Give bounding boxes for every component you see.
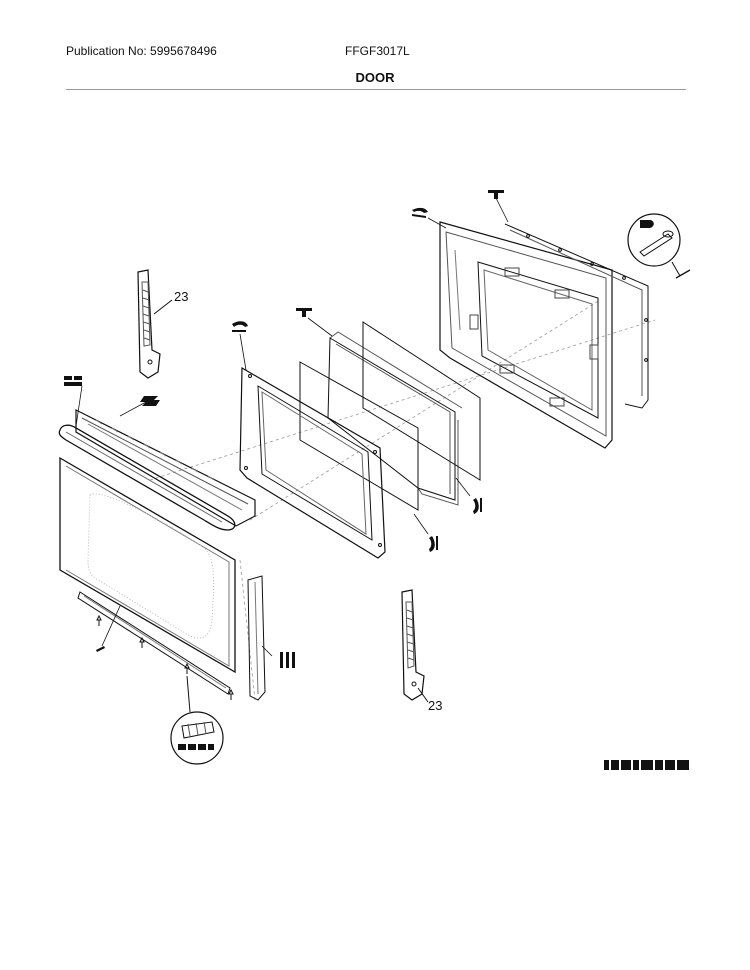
- model-number: FFGF3017L: [345, 44, 410, 58]
- door-trim-strip: [75, 409, 256, 527]
- leader-hinge-upper: [153, 299, 173, 315]
- assembly-axis: [149, 299, 656, 701]
- door-screws: [96, 614, 234, 700]
- outer-door-panel: [59, 456, 236, 674]
- inner-glass-pane: [362, 321, 481, 481]
- screw-detail-bubble: [170, 675, 224, 765]
- pin-detail-bubble: [627, 213, 691, 279]
- publication-number: Publication No: 5995678496: [66, 44, 217, 58]
- mirrored-callout-glyphs: [64, 190, 504, 668]
- side-trim: [247, 575, 266, 701]
- section-title: DOOR: [355, 70, 395, 85]
- header-divider: [66, 89, 686, 90]
- glass-pack-frame: [327, 331, 463, 506]
- callout-hinge-lower: 23: [428, 698, 442, 713]
- diagram-code-stamp: [604, 760, 689, 770]
- leader-hinge-lower: [417, 687, 429, 703]
- callout-hinge-upper: 23: [174, 289, 188, 304]
- middle-glass-pane: [299, 361, 419, 511]
- door-gasket: [504, 223, 649, 409]
- door-hinge-lower: [401, 589, 425, 701]
- door-hinge-upper: [137, 269, 161, 379]
- door-handle: [58, 424, 236, 531]
- part-leaders: [75, 197, 509, 657]
- door-window-frame: [239, 366, 386, 559]
- bottom-trim: [77, 591, 231, 695]
- inner-door-liner: [439, 221, 613, 449]
